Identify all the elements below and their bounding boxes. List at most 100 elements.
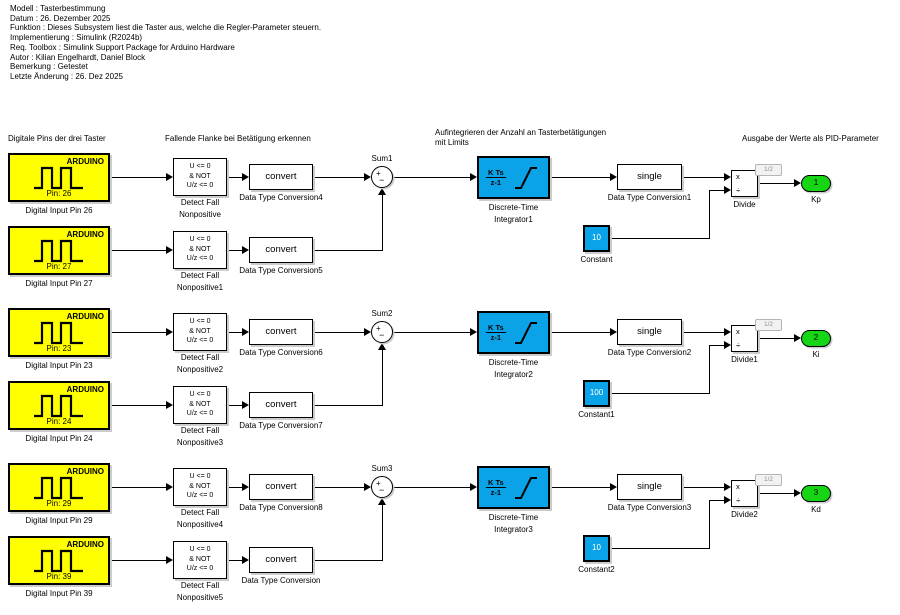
signal-wire[interactable] (709, 190, 725, 191)
signal-wire[interactable] (709, 190, 710, 239)
output-port[interactable]: 2 (801, 330, 831, 347)
data-type-conversion-block[interactable]: convert (249, 547, 313, 573)
signal-wire[interactable] (110, 560, 167, 561)
block-name-label: Integrator2 (494, 370, 533, 379)
signal-wire[interactable] (393, 332, 471, 333)
detect-fall-block[interactable]: U <= 0 & NOT U/z <= 0 (173, 313, 227, 351)
pid-row-kp: ARDUINO Pin: 26 Digital Input Pin 26 ARD… (0, 153, 900, 305)
signal-wire[interactable] (758, 338, 795, 339)
arduino-brand: ARDUINO (66, 312, 104, 321)
detect-condition-line: U/z <= 0 (186, 255, 214, 262)
signal-wire[interactable] (550, 332, 611, 333)
saturation-icon (514, 476, 537, 499)
discrete-time-integrator-block[interactable]: K Ts z-1 (477, 311, 550, 354)
detect-fall-block[interactable]: U <= 0 & NOT U/z <= 0 (173, 468, 227, 506)
wire-arrowhead (724, 328, 731, 336)
signal-wire[interactable] (758, 183, 795, 184)
wire-arrowhead (470, 328, 477, 336)
signal-wire[interactable] (382, 349, 383, 406)
signal-wire[interactable] (110, 487, 167, 488)
divide-block[interactable]: x ÷ (731, 325, 758, 352)
digital-input-block[interactable]: ARDUINO Pin: 23 (8, 308, 110, 357)
block-name-label: Nonpositive3 (176, 438, 224, 447)
signal-wire[interactable] (758, 493, 795, 494)
output-port[interactable]: 1 (801, 175, 831, 192)
signal-wire[interactable] (382, 504, 383, 561)
digital-input-block[interactable]: ARDUINO Pin: 39 (8, 536, 110, 585)
digital-input-block[interactable]: ARDUINO Pin: 27 (8, 226, 110, 275)
signal-wire[interactable] (227, 487, 243, 488)
signal-wire[interactable] (709, 345, 710, 394)
signal-wire[interactable] (610, 548, 710, 549)
signal-wire[interactable] (313, 560, 383, 561)
signal-wire[interactable] (313, 177, 365, 178)
signal-wire[interactable] (227, 177, 243, 178)
discrete-time-integrator-block[interactable]: K Ts z-1 (477, 156, 550, 199)
signal-wire[interactable] (682, 332, 725, 333)
wire-arrowhead (242, 173, 249, 181)
block-name-label: Constant (580, 255, 613, 264)
data-type-conversion-block[interactable]: convert (249, 164, 313, 190)
digital-input-block[interactable]: ARDUINO Pin: 29 (8, 463, 110, 512)
caption-falling-edge: Fallende Flanke bei Betätigung erkennen (165, 134, 311, 143)
sum-block[interactable]: + − (371, 476, 393, 498)
constant-block[interactable]: 10 (583, 535, 610, 562)
digital-input-block[interactable]: ARDUINO Pin: 26 (8, 153, 110, 202)
signal-wire[interactable] (393, 487, 471, 488)
output-port[interactable]: 3 (801, 485, 831, 502)
data-type-conversion-block[interactable]: convert (249, 319, 313, 345)
signal-wire[interactable] (709, 345, 725, 346)
signal-wire[interactable] (227, 405, 243, 406)
signal-wire[interactable] (110, 405, 167, 406)
constant-block[interactable]: 10 (583, 225, 610, 252)
sum-plus-sign: + (376, 479, 381, 488)
signal-wire[interactable] (709, 500, 710, 549)
constant-block[interactable]: 100 (583, 380, 610, 407)
wire-arrowhead (794, 489, 801, 497)
divide-block[interactable]: x ÷ (731, 480, 758, 507)
detect-fall-block[interactable]: U <= 0 & NOT U/z <= 0 (173, 231, 227, 269)
signal-wire[interactable] (682, 487, 725, 488)
data-type-conversion-block[interactable]: single (617, 319, 682, 345)
signal-wire[interactable] (110, 250, 167, 251)
detect-condition-line: & NOT (189, 555, 211, 563)
divide-block[interactable]: x ÷ (731, 170, 758, 197)
signal-wire[interactable] (313, 250, 383, 251)
signal-wire[interactable] (313, 405, 383, 406)
digital-input-block[interactable]: ARDUINO Pin: 24 (8, 381, 110, 430)
pin-number-label: Pin: 27 (46, 262, 72, 271)
signal-wire[interactable] (709, 500, 725, 501)
integrator-transfer-function: K Ts z-1 (486, 478, 506, 497)
data-type-conversion-block[interactable]: single (617, 164, 682, 190)
signal-wire[interactable] (110, 177, 167, 178)
signal-wire[interactable] (313, 487, 365, 488)
sum-block[interactable]: + − (371, 321, 393, 343)
annotation-line: Req. Toolbox : Simulink Support Package … (10, 42, 235, 52)
signal-wire[interactable] (682, 177, 725, 178)
detect-fall-block[interactable]: U <= 0 & NOT U/z <= 0 (173, 386, 227, 424)
signal-wire[interactable] (227, 250, 243, 251)
signal-wire[interactable] (382, 194, 383, 251)
signal-wire[interactable] (610, 238, 710, 239)
signal-wire[interactable] (227, 332, 243, 333)
detect-fall-block[interactable]: U <= 0 & NOT U/z <= 0 (173, 541, 227, 579)
signal-wire[interactable] (550, 487, 611, 488)
detect-condition-line: & NOT (189, 400, 211, 408)
wire-arrowhead (364, 483, 371, 491)
discrete-time-integrator-block[interactable]: K Ts z-1 (477, 466, 550, 509)
signal-wire[interactable] (610, 393, 710, 394)
sum-block[interactable]: + − (371, 166, 393, 188)
wire-arrowhead (724, 186, 731, 194)
data-type-conversion-block[interactable]: convert (249, 392, 313, 418)
data-type-conversion-block[interactable]: convert (249, 237, 313, 263)
data-type-conversion-block[interactable]: single (617, 474, 682, 500)
detect-fall-block[interactable]: U <= 0 & NOT U/z <= 0 (173, 158, 227, 196)
signal-wire[interactable] (393, 177, 471, 178)
data-type-conversion-block[interactable]: convert (249, 474, 313, 500)
signal-wire[interactable] (313, 332, 365, 333)
detect-condition-line: U <= 0 (189, 473, 211, 480)
wire-arrowhead (242, 401, 249, 409)
signal-wire[interactable] (550, 177, 611, 178)
signal-wire[interactable] (227, 560, 243, 561)
signal-wire[interactable] (110, 332, 167, 333)
